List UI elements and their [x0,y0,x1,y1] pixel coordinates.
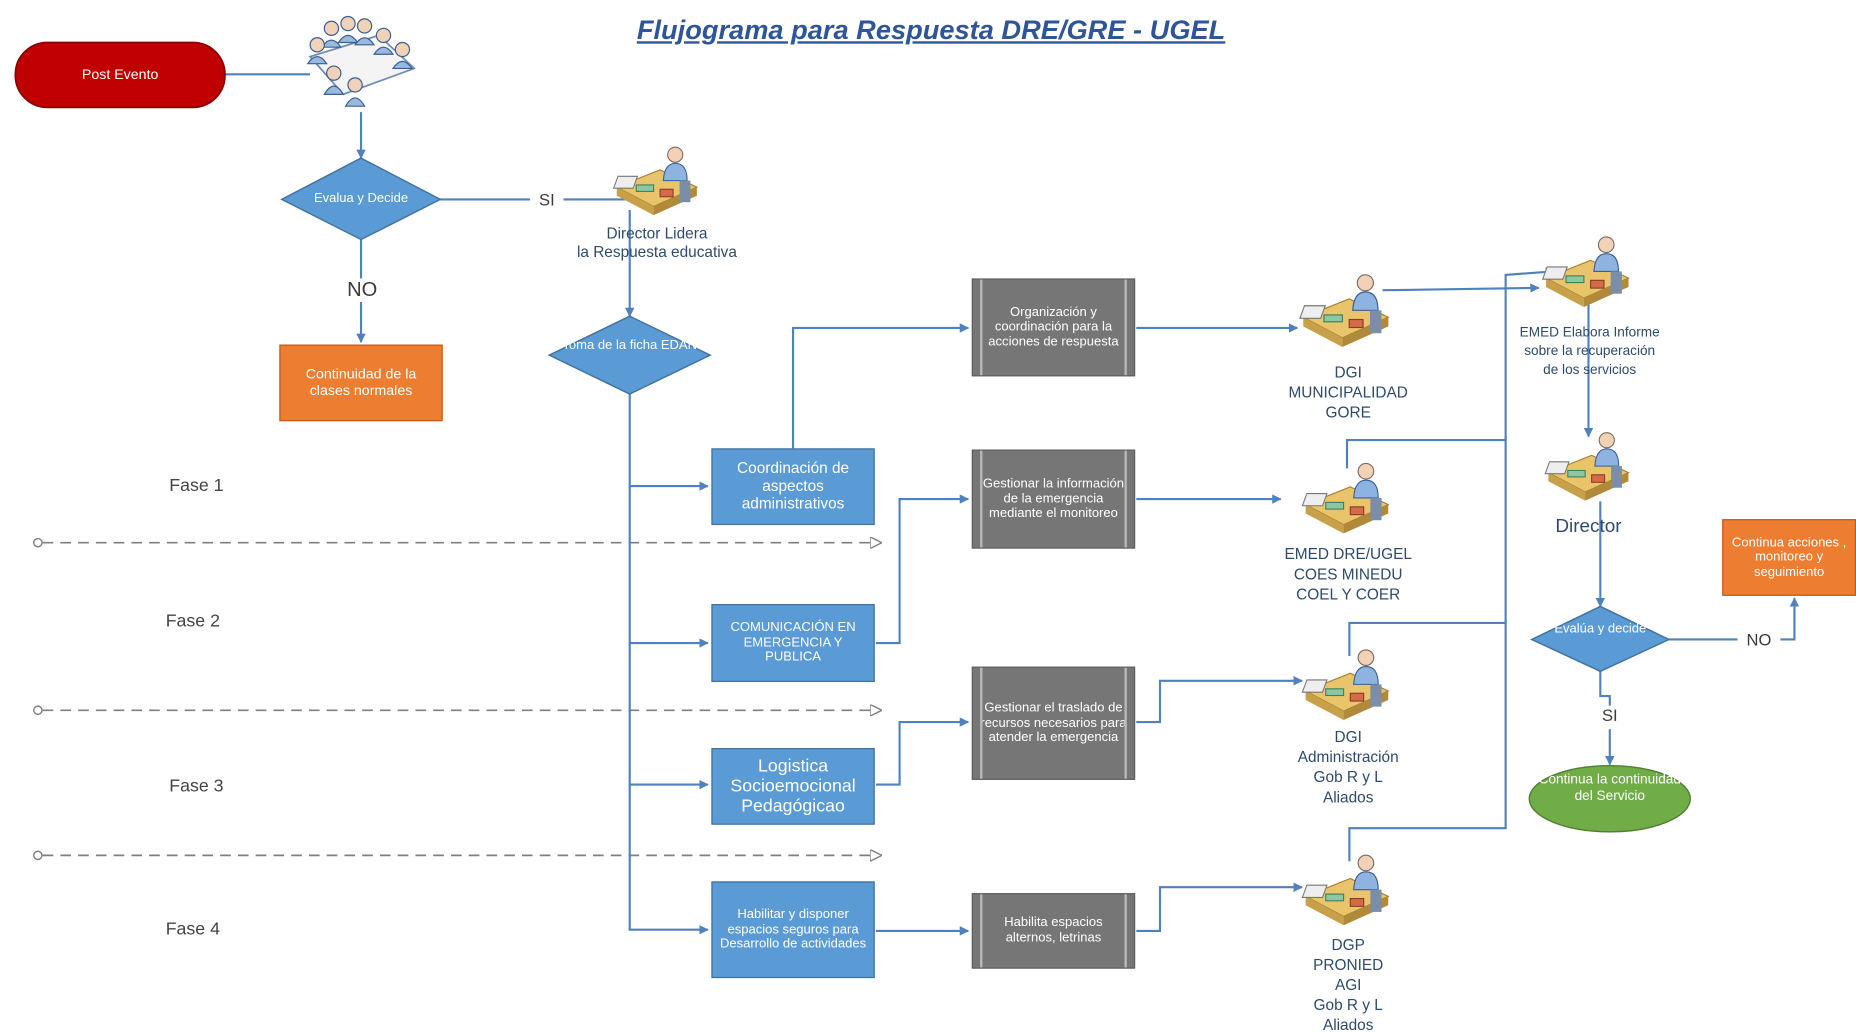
action-box-organization: Organización y coordinación para la acci… [971,278,1136,377]
emed-report-line-2: sobre la recuperación [1524,344,1656,359]
actor-line: Gob R y L [1313,767,1383,786]
actor-line: Gob R y L [1313,995,1383,1014]
director-lead-line-2: la Respuesta educativa [576,242,737,261]
actor-line: DGI [1334,727,1362,746]
phase-box-coordination: Coordinación de aspectos administrativos [711,448,875,526]
person-at-desk-icon [1544,432,1630,502]
decision-no-label: NO [336,278,389,303]
action-box-resources: Gestionar el traslado de recursos necesa… [971,666,1136,780]
phase-2-label: Fase 2 [165,611,220,632]
decision-evalua-final [1530,605,1671,673]
director-lead-line-1: Director Lidera [606,224,708,242]
start-label: Post Evento [81,66,159,83]
continue-service-label: Continua la continuidad del Servicio [1538,772,1681,804]
action-box-information: Gestionar la información de la emergenci… [971,449,1136,549]
actor-group-3: DGI Administración Gob R y L Aliados [1262,728,1435,808]
emed-report-label: EMED Elabora Informe sobre la recuperaci… [1494,323,1686,380]
actor-group-2: EMED DRE/UGEL COES MINEDU COEL Y COER [1262,545,1435,605]
actor-group-1: DGI MUNICIPALIDAD GORE [1262,363,1435,423]
person-at-desk-icon [1299,274,1389,348]
phase-4-label: Fase 4 [165,919,220,940]
actor-line: MUNICIPALIDAD [1288,383,1408,402]
person-at-desk-icon [1301,649,1389,721]
decision-edan-label: Toma de la ficha EDAN [562,338,698,353]
director-lead-label: Director Lidera la Respuesta educativa [544,224,769,261]
actor-line: Administración [1297,747,1399,766]
decision-evalua-label: Evalua y Decide [313,191,409,206]
continue-service-terminator [1528,765,1691,833]
action-box-spaces: Habilita espacios alternos, letrinas [971,893,1136,969]
actor-line: GORE [1325,403,1371,421]
phase-box-communication: COMUNICACIÓN EN EMERGENCIA Y PUBLICA [711,604,875,682]
meeting-people-icon [306,15,416,107]
decision-edan [547,315,712,395]
phase-box-safe-spaces: Habilitar y disponer espacios seguros pa… [711,881,875,979]
decision-final-label: Evalúa y decide [1554,621,1647,636]
connectors [224,73,1800,936]
actor-line: EMED DRE/UGEL [1284,545,1412,563]
decision-final-no-label: NO [1737,630,1781,650]
actor-line: DGP [1331,935,1365,954]
phase-box-logistics: Logistica Socioemocional Pedagógicao [711,748,875,825]
actor-line: Aliados [1322,1015,1374,1034]
actor-line: DGI [1334,363,1362,382]
emed-report-line-1: EMED Elabora Informe [1519,325,1660,340]
actor-line: PRONIED [1313,955,1384,974]
decision-yes-label: SI [530,189,564,210]
emed-report-line-3: de los servicios [1543,363,1637,378]
actor-line: COES MINEDU [1293,565,1403,583]
person-at-desk-icon [1301,854,1389,926]
decision-final-yes-label: SI [1593,705,1627,726]
person-at-desk-icon [1542,236,1630,308]
actor-line: COEL Y COER [1296,584,1401,603]
continue-actions-box: Continua acciones , monitoreo y seguimie… [1722,519,1856,596]
person-at-desk-icon [1301,462,1389,535]
person-at-desk-icon [613,146,698,216]
director-label: Director [1555,516,1622,537]
decision-evalua [280,157,442,241]
phase-3-label: Fase 3 [169,776,224,797]
phase-1-label: Fase 1 [169,475,224,496]
diagram-title: Flujograma para Respuesta DRE/GRE - UGEL [636,14,1226,45]
continuity-box: Continuidad de la clases normales [279,344,443,422]
start-terminator [14,41,226,109]
actor-line: Aliados [1322,787,1374,806]
actor-line: AGI [1334,975,1362,994]
phase-separators [42,543,881,856]
actor-group-4: DGP PRONIED AGI Gob R y L Aliados [1262,936,1435,1035]
